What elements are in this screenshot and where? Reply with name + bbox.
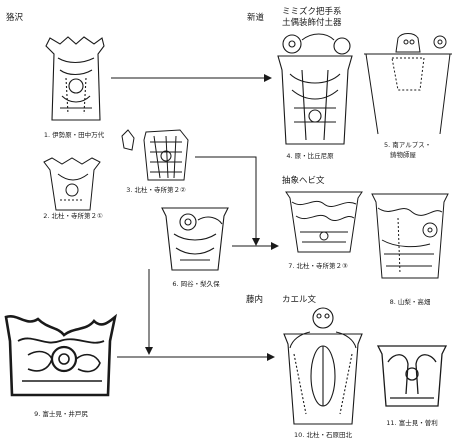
figure-6-caption: 6. 岡谷・梨久保	[172, 280, 220, 288]
pottery-11-image	[374, 340, 450, 410]
figure-9-caption: 9. 富士見・井戸尻	[34, 410, 88, 418]
section-todonai: 藤内	[246, 295, 264, 305]
figure-5-caption-line1: 5. 南アルプス・	[384, 141, 432, 149]
figure-8-caption: 8. 山梨・高畑	[389, 298, 431, 306]
section-toroku: 狢沢	[6, 13, 24, 23]
figure-5-caption-line2: 鋳物師屋	[390, 151, 416, 159]
pottery-5-image	[362, 30, 454, 138]
figure-10-caption: 10. 北杜・石原田北	[294, 431, 352, 439]
section-shindo: 新道	[247, 13, 265, 23]
pottery-8-image	[368, 188, 452, 282]
arrow-3-to-7	[195, 156, 260, 246]
section-kaeru: カエル文	[282, 295, 317, 305]
section-chusho: 抽象ヘビ文	[282, 176, 325, 186]
pottery-1-image	[38, 34, 111, 126]
pottery-6-image	[158, 198, 232, 274]
pottery-9-image	[4, 311, 117, 399]
section-mimizuku: ミミズク把手系	[282, 7, 342, 17]
section-dogu: 土偶装飾付土器	[282, 18, 342, 28]
figure-4-caption: 4. 原・比丘尼原	[286, 152, 334, 160]
pottery-4-image	[272, 30, 358, 150]
figure-3-caption: 3. 北杜・寺所第２②	[126, 186, 186, 194]
pottery-2-image	[38, 156, 106, 214]
pottery-7-image	[284, 188, 364, 256]
figure-7-caption: 7. 北杜・寺所第２③	[288, 262, 348, 270]
pottery-3-image	[118, 126, 194, 184]
pottery-10-image	[280, 304, 366, 428]
figure-2-caption: 2. 北杜・寺所第２①	[43, 212, 103, 220]
figure-11-caption: 11. 富士見・曽利	[386, 419, 438, 427]
figure-1-caption: 1. 伊勢原・田中万代	[43, 131, 105, 139]
